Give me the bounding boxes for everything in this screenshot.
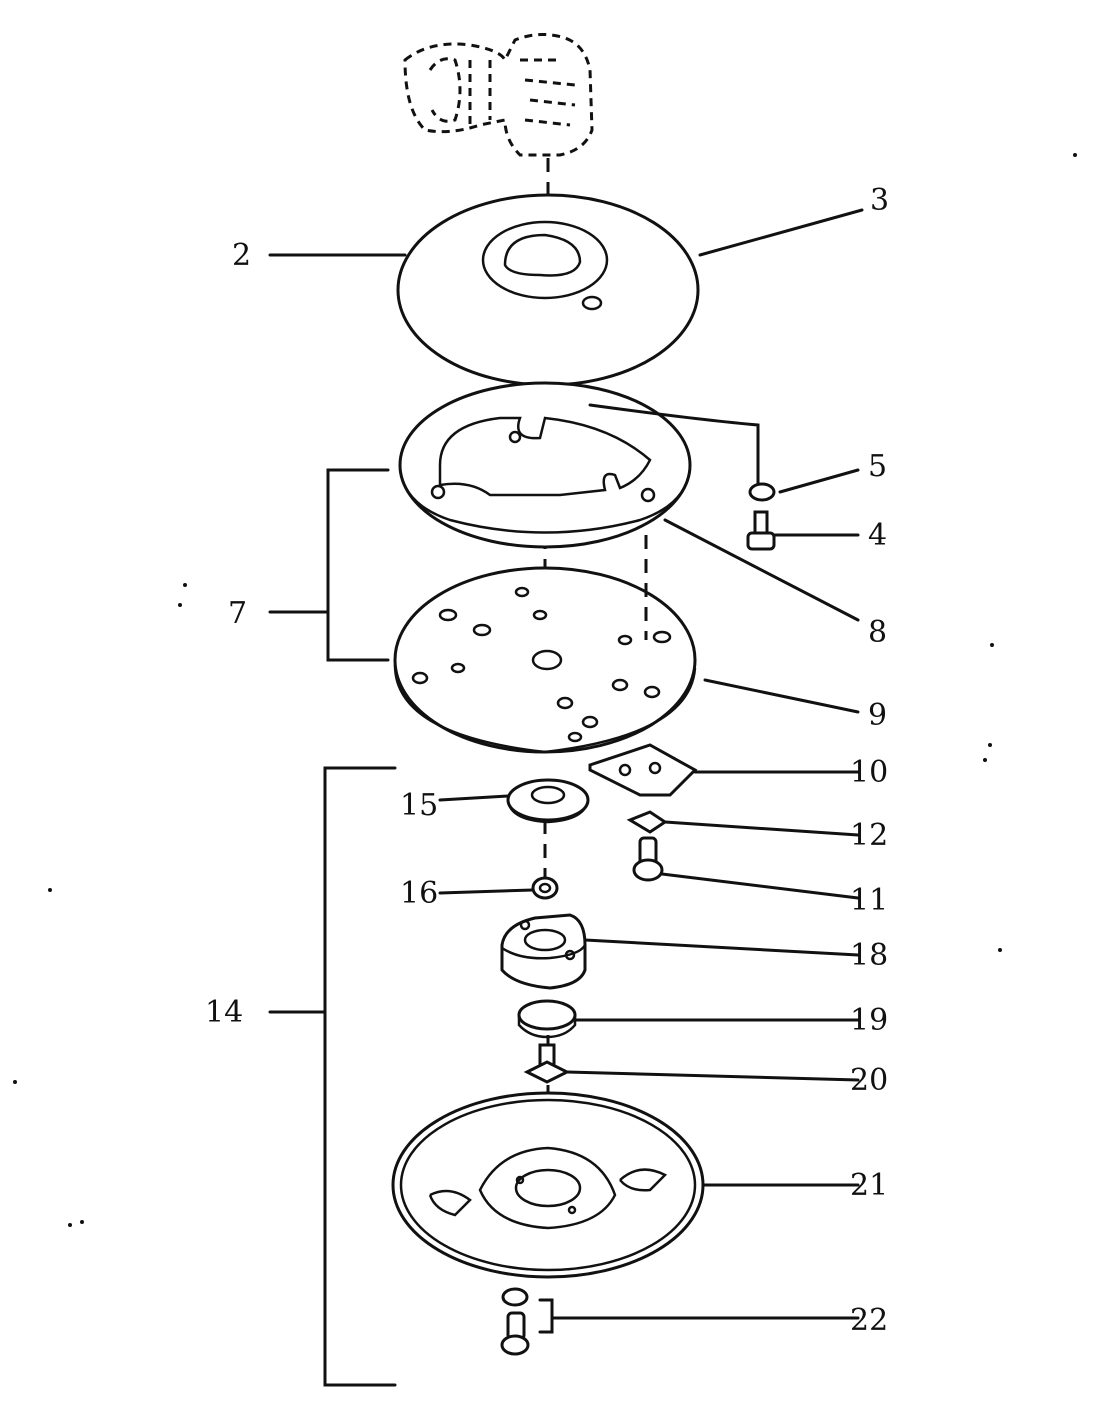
base-disk-21 bbox=[391, 1091, 705, 1279]
leader-to-screw bbox=[588, 403, 760, 487]
ring-plate bbox=[398, 381, 692, 549]
label-9: 9 bbox=[868, 698, 887, 733]
label-19: 19 bbox=[850, 1003, 888, 1038]
label-7: 7 bbox=[228, 596, 247, 631]
screw-22 bbox=[500, 1287, 554, 1356]
bearing-15 bbox=[506, 778, 590, 824]
perforated-plate bbox=[393, 535, 697, 754]
label-15: 15 bbox=[400, 788, 438, 823]
label-12: 12 bbox=[850, 818, 888, 853]
bracket-10 bbox=[588, 743, 698, 797]
screw-4 bbox=[746, 510, 776, 551]
label-2: 2 bbox=[232, 238, 251, 273]
part-labels: 2 3 5 4 7 8 9 10 15 12 16 11 18 14 19 20… bbox=[205, 183, 889, 1338]
screw-11 bbox=[632, 836, 664, 882]
label-20: 20 bbox=[850, 1063, 888, 1098]
nut-12 bbox=[626, 810, 668, 834]
label-18: 18 bbox=[850, 938, 888, 973]
leader-lines bbox=[268, 208, 864, 1320]
label-3: 3 bbox=[870, 183, 889, 218]
washer-5 bbox=[748, 482, 776, 502]
label-21: 21 bbox=[850, 1168, 888, 1203]
cam-block-18 bbox=[500, 913, 587, 990]
scan-specks bbox=[13, 153, 1077, 1227]
puck-19 bbox=[517, 999, 577, 1039]
top-cover-disk bbox=[396, 193, 700, 387]
motor-housing-sketch bbox=[403, 33, 594, 157]
label-16: 16 bbox=[400, 876, 438, 911]
bracket-group-7 bbox=[268, 468, 390, 662]
bracket-group-14 bbox=[268, 766, 397, 1387]
label-11: 11 bbox=[850, 883, 888, 918]
label-14: 14 bbox=[205, 995, 243, 1030]
ring-16 bbox=[531, 876, 559, 900]
label-8: 8 bbox=[868, 615, 887, 650]
label-22: 22 bbox=[850, 1303, 888, 1338]
label-10: 10 bbox=[850, 755, 888, 790]
label-5: 5 bbox=[868, 449, 887, 484]
label-4: 4 bbox=[868, 518, 887, 553]
bolt-20 bbox=[523, 1043, 571, 1084]
